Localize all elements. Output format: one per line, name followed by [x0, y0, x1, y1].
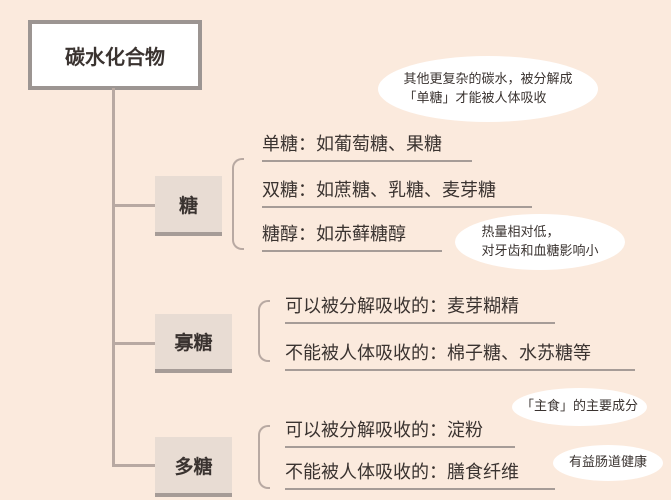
item-disaccharide: 双糖：如蔗糖、乳糖、麦芽糖: [262, 176, 532, 208]
branch-line: [112, 464, 156, 467]
branch-line: [112, 204, 156, 207]
note-bubble: 其他更复杂的碳水，被分解成「单糖」才能被人体吸收: [378, 56, 598, 122]
item-poly-indigestible: 不能被人体吸收的：膳食纤维: [285, 458, 555, 490]
category-oligosaccharide: 寡糖: [155, 314, 232, 373]
item-monosaccharide: 单糖：如葡萄糖、果糖: [262, 130, 472, 162]
item-poly-digestible: 可以被分解吸收的：淀粉: [285, 416, 515, 448]
note-text: 热量相对低，: [481, 224, 560, 240]
item-sugar-alcohol: 糖醇：如赤藓糖醇: [262, 220, 442, 252]
note-text: 「单糖」才能被人体吸收: [403, 91, 547, 106]
root-title: 碳水化合物: [28, 20, 202, 90]
note-text: 对牙齿和血糖影响小: [481, 244, 599, 259]
note-text: 「主食」的主要成分: [520, 399, 638, 415]
brace: [232, 158, 244, 250]
note-text: 其他更复杂的碳水，被分解成: [403, 71, 573, 87]
note-bubble: 有益肠道健康: [553, 445, 663, 481]
note-bubble: 热量相对低， 对牙齿和血糖影响小: [455, 214, 625, 270]
item-oligo-digestible: 可以被分解吸收的：麦芽糊精: [285, 292, 555, 324]
brace: [258, 300, 270, 362]
brace: [258, 425, 270, 489]
category-sugar: 糖: [155, 176, 222, 236]
branch-line: [112, 342, 156, 345]
category-polysaccharide: 多糖: [155, 437, 232, 497]
note-text: 有益肠道健康: [568, 455, 647, 471]
item-oligo-indigestible: 不能被人体吸收的：棉子糖、水苏糖等: [285, 339, 635, 371]
trunk-line: [112, 88, 115, 466]
note-bubble: 「主食」的主要成分: [512, 388, 647, 426]
